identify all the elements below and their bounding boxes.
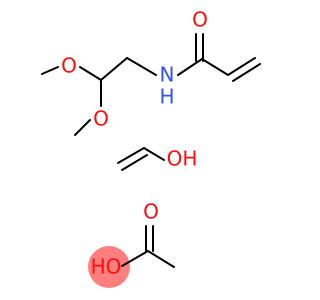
- bond-vinyl-double-line-2: [232, 63, 261, 82]
- bond-methyl-top-to-oxygen: [41, 66, 59, 75]
- chemical-structures-svg: O O N H O OH O HO: [41, 8, 261, 288]
- bond-acetal-carbon-to-methylene: [100, 57, 128, 81]
- bond-vinyl-alcohol-double-line-2: [121, 154, 148, 171]
- bond-carbonyl-to-vinyl-carbon: [201, 58, 229, 76]
- acetal-acrylamide-structure: O O N H O: [41, 8, 261, 136]
- bond-vinyl-alcohol-double-line-1: [117, 147, 145, 164]
- acetic-acid-carbonyl-oxygen-label: O: [143, 200, 159, 224]
- vinyl-alcohol-structure: OH: [117, 147, 198, 171]
- oxygen-top-label: O: [61, 54, 77, 78]
- acetic-acid-structure: O HO: [88, 200, 175, 288]
- nitrogen-label: N: [160, 63, 175, 87]
- bond-methylene-to-nitrogen: [126, 57, 157, 76]
- bond-vinyl-alcohol-carbon-to-oxygen: [143, 147, 165, 161]
- acetic-acid-hydroxyl-highlight: [88, 246, 130, 288]
- nitrogen-hydrogen-label: H: [159, 85, 174, 109]
- vinyl-alcohol-hydroxyl-label: OH: [167, 147, 198, 171]
- bond-acetic-acid-hydroxyl-to-carbonyl: [121, 250, 149, 267]
- oxygen-bottom-label: O: [93, 107, 109, 131]
- acetic-acid-hydroxyl-label: HO: [91, 255, 122, 279]
- bond-nitrogen-to-carbonyl-carbon: [177, 58, 203, 76]
- bond-vinyl-double-line-1: [227, 57, 256, 76]
- bond-oxygen-bottom-to-methyl: [74, 119, 91, 136]
- bond-oxygen-top-to-acetal-carbon: [79, 66, 102, 81]
- bond-acetic-acid-carbonyl-to-methyl: [147, 250, 175, 268]
- carbonyl-oxygen-label: O: [192, 8, 208, 32]
- chemical-structure-canvas: O O N H O OH O HO: [41, 7, 261, 288]
